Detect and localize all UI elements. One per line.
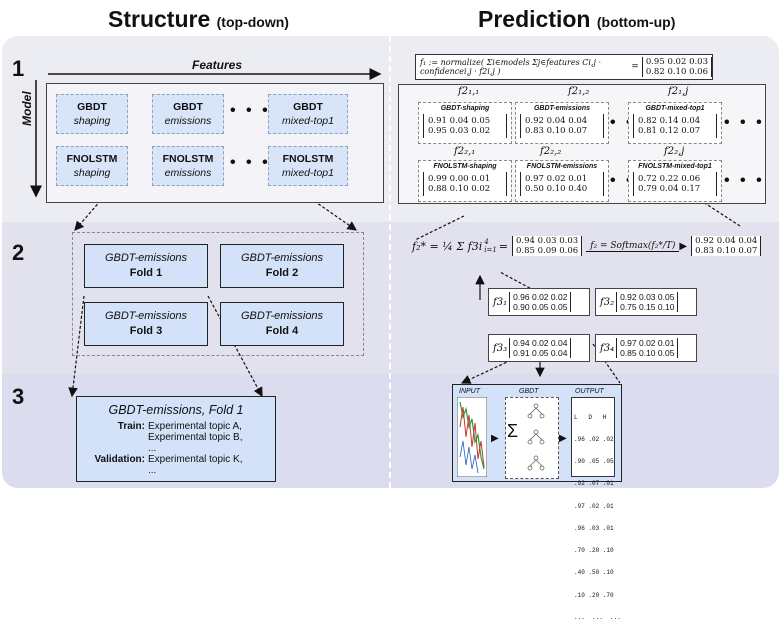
- f1-formula: f₁ := normalize( Σi∈models Σj∈features C…: [415, 54, 713, 80]
- arrow-icon: ▶: [559, 433, 567, 444]
- sum-bottom: i=1: [484, 246, 497, 254]
- sum-symbol: Σ: [507, 421, 519, 442]
- validation-label: Validation:: [94, 454, 145, 465]
- softmax-arrow-label: f₂ = Softmax(f₂*/T): [586, 241, 680, 252]
- f3-cell-3[interactable]: f3₃ 0.94 0.02 0.04 0.91 0.05 0.04: [488, 334, 590, 362]
- left-column-title: Structure (top-down): [108, 6, 289, 32]
- output-row: .90 .05 .05: [574, 458, 614, 466]
- f2-cell-gbdt-shaping[interactable]: GBDT-shaping 0.91 0.04 0.05 0.95 0.03 0.…: [418, 102, 512, 144]
- sum-top: 4: [484, 238, 489, 246]
- f2-cell-fnolstm-shaping[interactable]: FNOLSTM-shaping 0.99 0.00 0.01 0.88 0.10…: [418, 160, 512, 202]
- output-header: L D H: [574, 413, 607, 421]
- f2-label: f2₂,₁: [454, 146, 476, 157]
- pipeline-panel: INPUT GBDT OUTPUT ▶ Σ ▶ L D H .96 .02 .0…: [452, 384, 622, 621]
- gbdt-trees-box: [505, 397, 559, 479]
- right-column-title: Prediction (bottom-up): [478, 6, 676, 32]
- train-item: ...: [148, 443, 157, 454]
- validation-item: Experimental topic K,: [148, 454, 243, 465]
- output-row: .92 .07 .01: [574, 480, 614, 488]
- output-table: L D H .96 .02 .02 .90 .05 .05 .92 .07 .0…: [571, 397, 621, 621]
- f3-cell-4[interactable]: f3₄ 0.97 0.02 0.01 0.85 0.10 0.05: [595, 334, 697, 362]
- pipeline-input-label: INPUT: [459, 388, 480, 395]
- arrow-icon: ▶: [491, 433, 499, 444]
- f2-label: f2₁,₂: [568, 86, 590, 97]
- tree-icon: [527, 403, 545, 471]
- ellipsis-f2-row2b: • • •: [724, 172, 765, 189]
- f2-star-matrix: 0.94 0.03 0.03 0.85 0.09 0.06: [512, 236, 583, 256]
- folds-container: [72, 232, 364, 356]
- f2-cell-fnolstm-emissions[interactable]: FNOLSTM-emissions 0.97 0.02 0.01 0.50 0.…: [515, 160, 609, 202]
- train-item: Experimental topic A,: [148, 421, 242, 432]
- f2-cell-gbdt-mixed-top1[interactable]: GBDT-mixed-top1 0.82 0.14 0.04 0.81 0.12…: [628, 102, 722, 144]
- ellipsis-row1: • • •: [230, 102, 271, 119]
- train-label: Train:: [117, 421, 145, 432]
- output-row: .97 .02 .01: [574, 502, 614, 510]
- ellipsis-row2: • • •: [230, 154, 271, 171]
- f2-label: f2₁,₁: [458, 86, 480, 97]
- output-row: .96 .02 .02: [574, 436, 614, 444]
- f2-formula: f₂* = ¼ Σ f3i 4 i=1 = 0.94 0.03 0.03 0.8…: [412, 236, 762, 256]
- fold-detail-card: GBDT-emissions, Fold 1 Train: Experiment…: [76, 396, 276, 482]
- row-number-3: 3: [12, 384, 25, 409]
- validation-item: ...: [148, 465, 157, 476]
- fold-detail-title: GBDT-emissions, Fold 1: [108, 403, 244, 417]
- pipeline-gbdt-label: GBDT: [519, 388, 539, 395]
- column-divider: [389, 36, 391, 488]
- f2-formula-lhs: f₂* = ¼ Σ f3i: [412, 239, 483, 253]
- f2-label: f2₂,₂: [540, 146, 562, 157]
- f2-label: f2₁,j: [668, 86, 689, 97]
- output-row: .10 .20 .70: [574, 591, 614, 599]
- output-row: .96 .03 .01: [574, 524, 614, 532]
- ellipsis-f2-row1b: • • •: [724, 114, 765, 131]
- f1-formula-text: f₁ := normalize( Σi∈models Σj∈features C…: [420, 58, 602, 76]
- train-item: Experimental topic B,: [148, 432, 243, 443]
- f3-cell-2[interactable]: f3₂ 0.92 0.03 0.05 0.75 0.15 0.10: [595, 288, 697, 316]
- pipeline-output-label: OUTPUT: [575, 388, 604, 395]
- output-row: .70 .20 .10: [574, 547, 614, 555]
- f1-matrix: 0.95 0.02 0.03 0.82 0.10 0.06: [641, 57, 712, 77]
- f3-cell-1[interactable]: f3₁ 0.96 0.02 0.02 0.90 0.05 0.05: [488, 288, 590, 316]
- f2-cell-fnolstm-mixed-top1[interactable]: FNOLSTM-mixed-top1 0.72 0.22 0.06 0.79 0…: [628, 160, 722, 202]
- output-row: ... ... ...: [574, 613, 621, 621]
- output-row: .40 .50 .10: [574, 569, 614, 577]
- input-signal-plot: [457, 397, 487, 477]
- f2-cell-gbdt-emissions[interactable]: GBDT-emissions 0.92 0.04 0.04 0.83 0.10 …: [515, 102, 609, 144]
- f2-label: f2₂,j: [664, 146, 685, 157]
- f2-matrix: 0.92 0.04 0.04 0.83 0.10 0.07: [691, 236, 762, 256]
- row-number-2: 2: [12, 240, 25, 265]
- features-axis-label: Features: [192, 58, 243, 72]
- row-number-1: 1: [12, 56, 25, 81]
